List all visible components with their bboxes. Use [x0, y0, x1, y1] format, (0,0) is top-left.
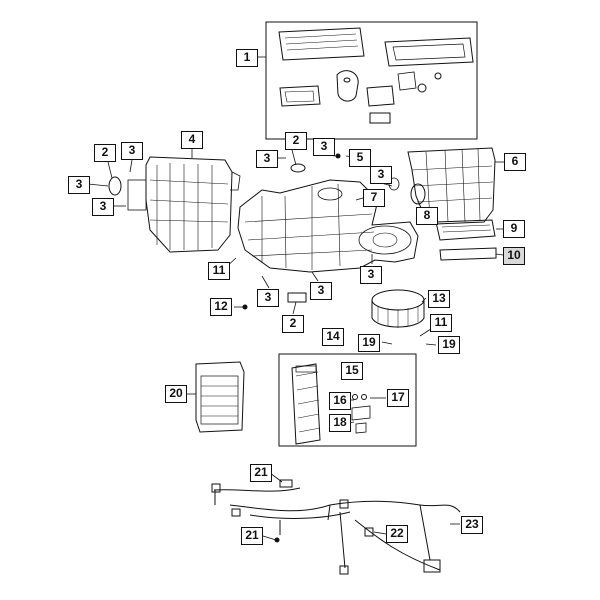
- kit-box-1: [265, 21, 478, 140]
- callout-16: 16: [329, 392, 351, 410]
- evaporator-core: [291, 363, 321, 445]
- callout-3-mid-a: 3: [257, 289, 279, 307]
- callout-2-top: 2: [285, 132, 307, 150]
- callout-2-left: 2: [94, 144, 116, 162]
- callout-1: 1: [236, 49, 258, 67]
- callout-19-left: 19: [358, 334, 380, 352]
- callout-21-top: 21: [250, 464, 272, 482]
- callout-20: 20: [165, 385, 187, 403]
- blower-housing-right: [407, 147, 496, 225]
- callout-3-mid-b: 3: [310, 282, 332, 300]
- actuator-right: [410, 183, 426, 205]
- callout-10: 10: [503, 247, 525, 265]
- callout-18: 18: [329, 414, 351, 432]
- cabin-filter: [435, 219, 496, 241]
- callout-23: 23: [461, 516, 483, 534]
- callout-22: 22: [386, 525, 408, 543]
- main-housing: [237, 179, 419, 273]
- heater-core: [195, 361, 245, 433]
- blower-motor: [371, 289, 425, 311]
- duct-seal: [384, 37, 474, 67]
- callout-15: 15: [341, 362, 363, 380]
- callout-7: 7: [363, 189, 385, 207]
- hvac-case-left: [145, 156, 233, 253]
- callout-3-left-mid: 3: [68, 176, 90, 194]
- callout-3-top-a: 3: [256, 150, 278, 168]
- callout-12: 12: [210, 298, 232, 316]
- callout-3-left-top: 3: [121, 142, 143, 160]
- callout-11-left: 11: [208, 262, 230, 280]
- duct-panel: [278, 27, 365, 61]
- callout-5: 5: [349, 149, 371, 167]
- callout-4: 4: [181, 131, 203, 149]
- callout-13: 13: [428, 290, 450, 308]
- actuator-left: [108, 176, 122, 196]
- callout-2-bottom: 2: [282, 315, 304, 333]
- wiring-harness: [213, 487, 461, 571]
- callout-9: 9: [503, 220, 525, 238]
- seal-rect: [366, 85, 395, 107]
- callout-17: 17: [387, 389, 409, 407]
- callout-14: 14: [322, 328, 344, 346]
- callout-3-top-b: 3: [313, 138, 335, 156]
- callout-19-right: 19: [438, 336, 460, 354]
- seal-oval: [336, 70, 359, 102]
- callout-3-right: 3: [370, 166, 392, 184]
- callout-6: 6: [504, 153, 526, 171]
- callout-3-left-low: 3: [92, 198, 114, 216]
- callout-11-right: 11: [430, 314, 452, 332]
- callout-3-mid-right: 3: [360, 266, 382, 284]
- blower-resistor: [439, 247, 497, 261]
- seal-small-left: [279, 85, 321, 107]
- kit-box-14: [278, 353, 417, 447]
- callout-21-bottom: 21: [241, 527, 263, 545]
- callout-8: 8: [416, 207, 438, 225]
